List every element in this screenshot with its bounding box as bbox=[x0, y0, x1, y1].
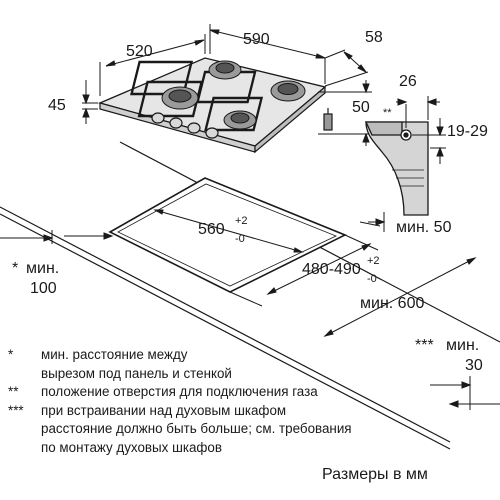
dim-line-58 bbox=[324, 49, 369, 87]
label-side-mark: * bbox=[12, 260, 18, 277]
footnote-2-mark: ** bbox=[8, 384, 19, 400]
label-rear-mark: *** bbox=[415, 337, 434, 354]
dim-line-min-50 bbox=[359, 212, 386, 232]
label-58: 58 bbox=[365, 29, 383, 46]
footnote-1-line-2: вырезом под панель и стенкой bbox=[41, 365, 232, 381]
label-rear-value: 30 bbox=[465, 357, 483, 374]
dim-line-560 bbox=[153, 209, 304, 253]
label-min-600: мин. 600 bbox=[360, 295, 424, 312]
label-26: 26 bbox=[399, 73, 417, 90]
footnote-2: ** положение отверстия для подключения г… bbox=[8, 383, 448, 402]
gas-connector bbox=[323, 108, 333, 131]
footnotes: * мин. расстояние между вырезом под пане… bbox=[8, 346, 448, 458]
control-knobs bbox=[151, 112, 219, 139]
label-560: 560 bbox=[198, 221, 225, 238]
label-side-value: 100 bbox=[30, 280, 57, 297]
dim-line-480-490 bbox=[229, 234, 379, 307]
dim-line-min-600 bbox=[323, 257, 477, 337]
footnote-3-line-1: при встраивании над духовым шкафом bbox=[41, 402, 287, 418]
label-min-50: мин. 50 bbox=[396, 219, 452, 236]
label-520: 520 bbox=[126, 43, 153, 60]
dim-line-min-100 bbox=[0, 230, 114, 244]
label-side-min: мин. bbox=[26, 260, 59, 277]
pan-supports bbox=[130, 60, 264, 132]
label-45: 45 bbox=[48, 97, 66, 114]
footnote-2-line-1: положение отверстия для подключения газа bbox=[41, 384, 318, 400]
label-480-490-tol-upper: +2 bbox=[367, 255, 380, 267]
gas-inlet-profile bbox=[364, 121, 429, 216]
label-480-490-tol-lower: -0 bbox=[367, 273, 377, 285]
dim-line-45 bbox=[82, 80, 98, 124]
footnote-1-line-1: мин. расстояние между bbox=[41, 347, 188, 362]
dim-line-19-29 bbox=[412, 118, 446, 164]
label-560-tol-lower: -0 bbox=[235, 233, 245, 245]
footnote-3-line-2: расстояние должно быть больше; см. требо… bbox=[41, 421, 352, 437]
gas-burners bbox=[161, 60, 306, 130]
dim-line-590 bbox=[209, 24, 326, 84]
footnote-3: *** при встраивании над духовым шкафом р… bbox=[8, 402, 448, 458]
label-gas-inlet-mark: ** bbox=[383, 107, 392, 119]
dim-line-50 bbox=[318, 80, 372, 146]
label-19-29: 19-29 bbox=[447, 123, 488, 140]
label-560-tol-upper: +2 bbox=[235, 215, 248, 227]
footnote-3-line-3: по монтажу духовых шкафов bbox=[41, 439, 222, 455]
dim-line-min-30 bbox=[430, 376, 500, 410]
label-rear-min: мин. bbox=[446, 337, 479, 354]
dim-line-520 bbox=[99, 34, 206, 96]
footnote-1: * мин. расстояние между вырезом под пане… bbox=[8, 346, 448, 383]
footnote-3-mark: *** bbox=[8, 402, 24, 418]
label-480-490: 480-490 bbox=[302, 261, 361, 278]
dim-line-26 bbox=[396, 96, 440, 128]
units-label: Размеры в мм bbox=[322, 466, 428, 483]
label-50: 50 bbox=[352, 99, 370, 116]
label-590: 590 bbox=[243, 31, 270, 48]
footnote-1-mark: * bbox=[8, 347, 14, 362]
